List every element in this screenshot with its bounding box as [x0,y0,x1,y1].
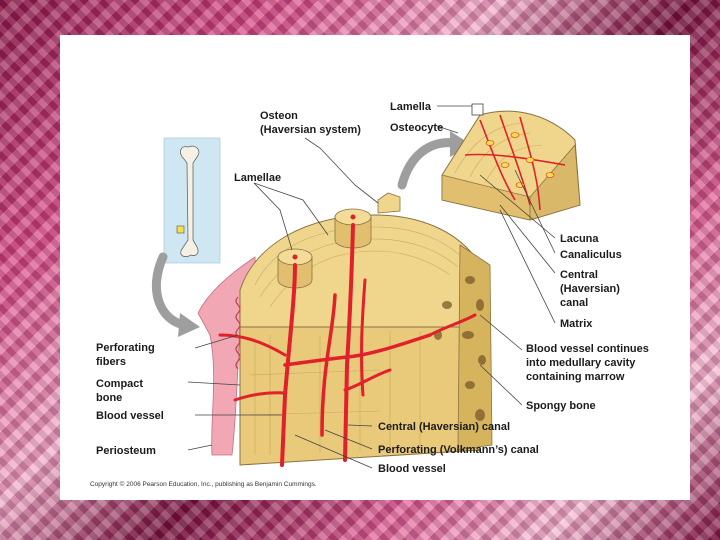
osteon-cylinders [277,192,401,289]
label-osteon: Osteon [260,110,298,122]
label-perforating-fibers-2: fibers [96,356,126,368]
label-central-1: Central [560,269,598,281]
arrow-to-wedge [397,131,472,190]
label-central-3: canal [560,297,588,309]
label-vessel-continues-2: into medullary cavity [526,357,636,369]
label-perforating-fibers-1: Perforating [96,342,155,354]
label-canaliculus: Canaliculus [560,249,622,261]
compact-bone-diagram: Lamella Osteon (Haversian system) Osteoc… [90,101,649,488]
label-central-2: (Haversian) [560,283,620,295]
label-compact-1: Compact [96,378,143,390]
slide-panel: Lamella Osteon (Haversian system) Osteoc… [60,35,690,500]
label-matrix: Matrix [560,318,593,330]
label-vessel-continues-1: Blood vessel continues [526,343,649,355]
label-lacuna: Lacuna [560,233,599,245]
label-haversian-system: (Haversian system) [260,124,361,136]
leader-lines [187,105,556,469]
label-vessel-continues-3: containing marrow [526,371,625,383]
label-lamella: Lamella [390,101,432,113]
label-central-canal-bottom: Central (Haversian) canal [378,421,510,433]
copyright-text: Copyright © 2006 Pearson Education, Inc.… [90,480,317,488]
femur-inset [163,137,221,264]
perforating-fibers [235,296,241,370]
arrow-to-block [151,252,200,337]
magnified-osteon [441,103,581,221]
label-blood-vessel-bottom: Blood vessel [378,463,446,475]
label-blood-vessel-left: Blood vessel [96,410,164,422]
label-volkmann-canal: Perforating (Volkmann’s) canal [378,444,539,456]
label-compact-2: bone [96,392,122,404]
blood-vessels [218,223,477,467]
label-osteocyte: Osteocyte [390,122,443,134]
label-spongy-bone: Spongy bone [526,400,596,412]
label-lamellae: Lamellae [234,172,281,184]
label-periosteum: Periosteum [96,445,156,457]
spongy-bone [434,244,493,451]
